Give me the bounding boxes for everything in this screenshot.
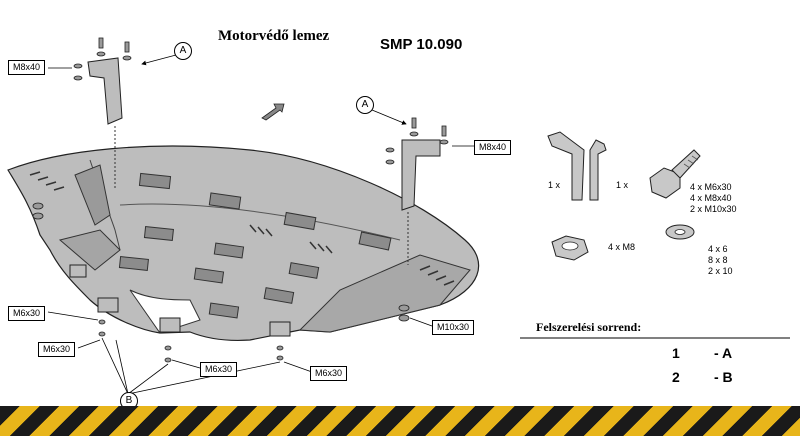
part-code: SMP 10.090	[380, 36, 463, 53]
callout-a-left: A	[174, 42, 192, 60]
drawing-title: Motorvédő lemez	[218, 28, 330, 44]
parts-bracket-1	[547, 131, 585, 201]
callout-a-right: A	[356, 96, 374, 114]
label-m6x30-a: M6x30	[8, 306, 46, 321]
order-step-2-num: 2	[672, 369, 680, 385]
order-step-1-label: - A	[714, 345, 733, 361]
order-step-1-num: 1	[672, 345, 680, 361]
left-bracket	[87, 57, 123, 190]
label-m6x30-c: M6x30	[200, 362, 238, 377]
label-m8x40-right: M8x40	[474, 140, 512, 155]
label-m8x40-left: M8x40	[8, 60, 46, 75]
label-m6x30-d: M6x30	[310, 366, 348, 381]
skid-plate	[7, 145, 480, 341]
label-m10x30: M10x30	[432, 320, 475, 335]
washer-qty-1: 4 x 6	[708, 244, 728, 254]
parts-washer	[665, 224, 695, 240]
washer-qty-2: 8 x 8	[708, 255, 728, 265]
parts-nut	[551, 235, 589, 261]
bolt-qty-1: 4 x M6x30	[690, 182, 732, 192]
right-bracket	[401, 139, 441, 265]
bolt-qty-2: 4 x M8x40	[690, 193, 732, 203]
assembly-order-heading: Felszerelési sorrend:	[536, 320, 642, 334]
bracket1-qty: 1 x	[548, 180, 561, 190]
washer-qty-3: 2 x 10	[708, 266, 733, 276]
bracket2-qty: 1 x	[616, 180, 629, 190]
parts-bracket-2	[589, 139, 607, 201]
bolt-qty-3: 2 x M10x30	[690, 204, 737, 214]
direction-arrow	[261, 103, 285, 121]
order-step-2-label: - B	[714, 369, 733, 385]
nut-qty: 4 x M8	[608, 242, 636, 252]
label-m6x30-b: M6x30	[38, 342, 76, 357]
parts-bolt	[649, 149, 701, 199]
hazard-stripe	[0, 406, 800, 436]
